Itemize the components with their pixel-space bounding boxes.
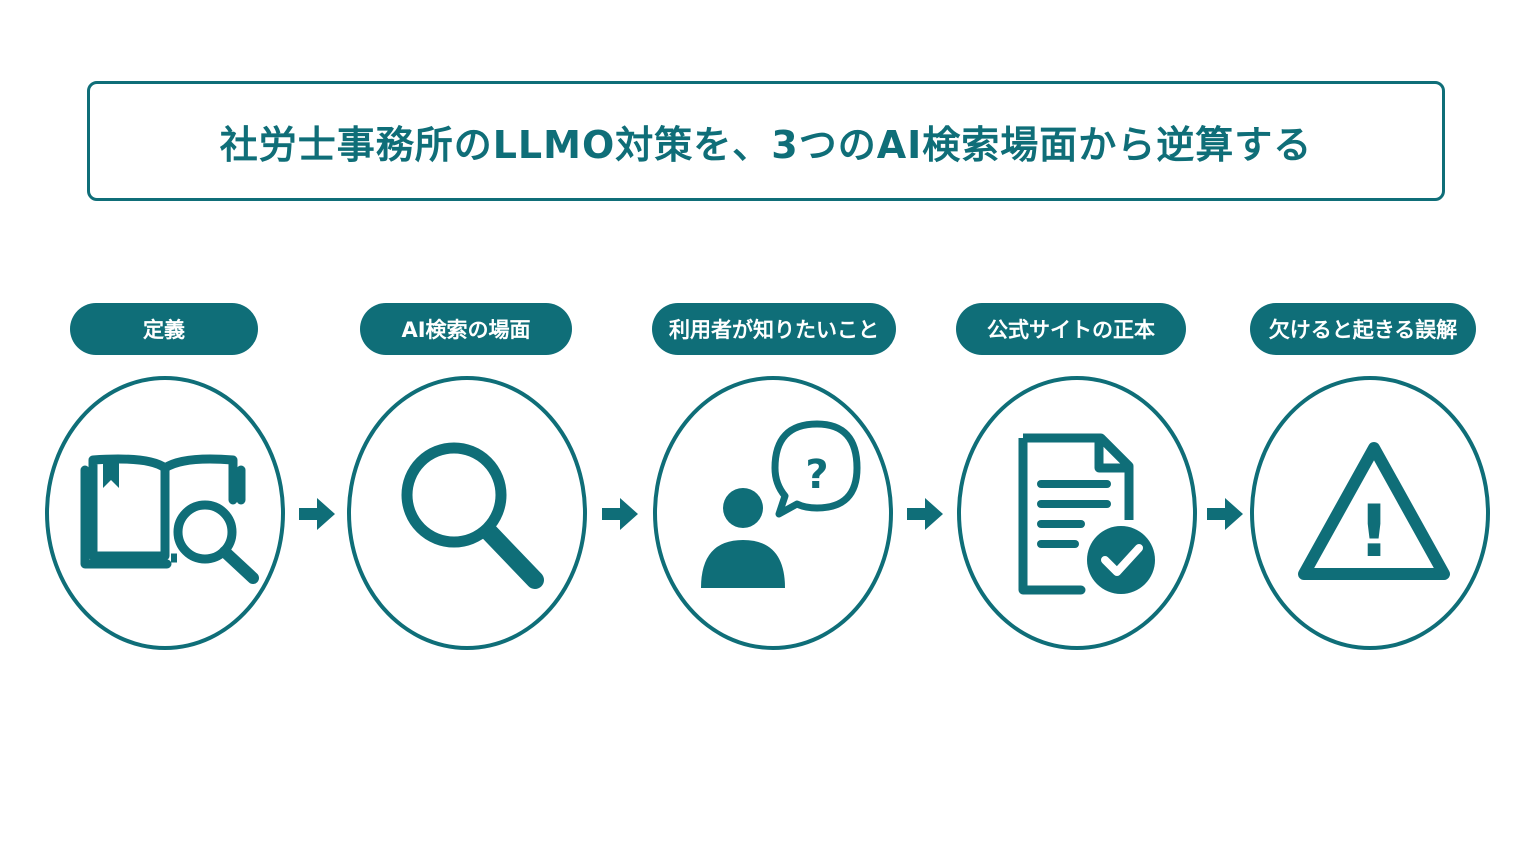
warning-icon: ! (1298, 442, 1450, 580)
step-circle-user-needs: ? (653, 376, 893, 650)
step-label-user-needs: 利用者が知りたいこと (652, 303, 896, 355)
step-circle-misunderstanding: ! (1250, 376, 1490, 650)
step-circle-definition (45, 376, 285, 650)
arrow-right-icon (907, 498, 943, 530)
magnifier-icon (401, 442, 544, 589)
step-label-misunderstanding: 欠けると起きる誤解 (1250, 303, 1476, 355)
step-label-official-source: 公式サイトの正本 (956, 303, 1186, 355)
arrow-right-icon (299, 498, 335, 530)
page-title: 社労士事務所のLLMO対策を、3つのAI検索場面から逆算する (219, 122, 1313, 167)
step-label-definition: 定義 (70, 303, 258, 355)
arrow-right-icon (602, 498, 638, 530)
step-label-ai-search-scene: AI検索の場面 (360, 303, 572, 355)
question-mark-text: ? (805, 452, 828, 498)
step-circle-official-source (957, 376, 1197, 650)
book-search-icon (80, 454, 259, 584)
user-question-icon: ? (701, 420, 861, 588)
title-box: 社労士事務所のLLMO対策を、3つのAI検索場面から逆算する (87, 81, 1445, 201)
step-circle-ai-search-scene (347, 376, 587, 650)
document-check-icon (1018, 433, 1155, 595)
arrow-right-icon (1207, 498, 1243, 530)
exclamation-mark-text: ! (1358, 489, 1391, 573)
